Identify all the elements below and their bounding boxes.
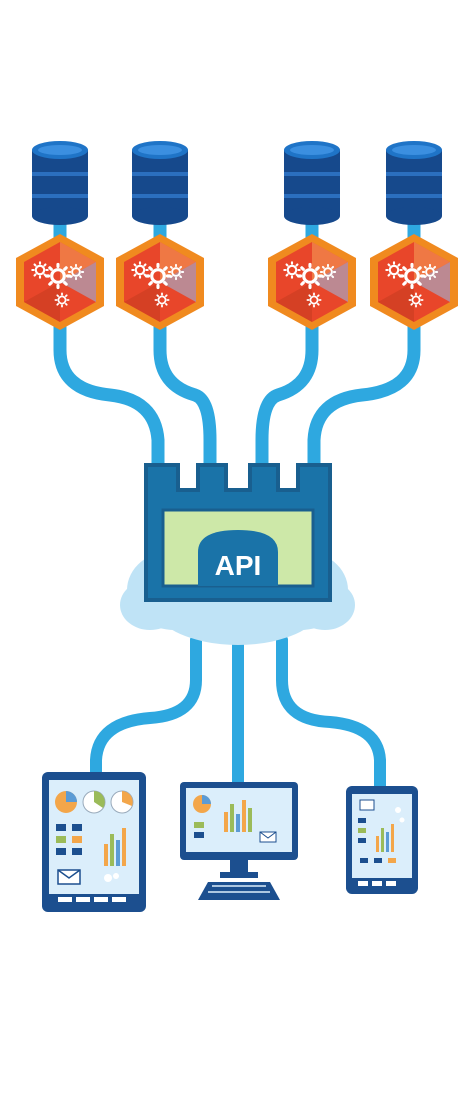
pipe-service-4 bbox=[307, 308, 421, 487]
database-icon bbox=[284, 141, 340, 225]
pipe-service-1 bbox=[53, 308, 165, 487]
database-icon bbox=[32, 141, 88, 225]
service-2 bbox=[116, 234, 204, 330]
service-3 bbox=[268, 234, 356, 330]
api-gateway: API bbox=[144, 463, 332, 602]
database-icon bbox=[132, 141, 188, 225]
database-1 bbox=[32, 141, 88, 225]
client-tablet bbox=[42, 772, 146, 912]
client-desktop bbox=[180, 782, 298, 900]
pipe-client-tablet bbox=[90, 634, 202, 796]
service-1 bbox=[16, 234, 104, 330]
upper-pipes bbox=[53, 203, 421, 487]
keyboard-icon bbox=[198, 882, 280, 900]
desktop-monitor-icon bbox=[180, 782, 298, 900]
database-2 bbox=[132, 141, 188, 225]
services bbox=[16, 234, 458, 330]
pipe-service-3 bbox=[255, 308, 319, 487]
lower-pipes bbox=[90, 634, 386, 801]
pipe-service-2 bbox=[153, 308, 217, 487]
api-badge bbox=[198, 530, 278, 586]
database-icon bbox=[386, 141, 442, 225]
gears-cube-icon bbox=[16, 234, 104, 330]
database-4 bbox=[386, 141, 442, 225]
gears-cube-icon bbox=[116, 234, 204, 330]
service-4 bbox=[370, 234, 458, 330]
databases bbox=[32, 141, 442, 225]
api-label: API bbox=[215, 550, 262, 581]
database-3 bbox=[284, 141, 340, 225]
gears-cube-icon bbox=[268, 234, 356, 330]
gears-cube-icon bbox=[370, 234, 458, 330]
tablet-icon bbox=[42, 772, 146, 912]
pipe-client-phone bbox=[276, 634, 386, 801]
phone-icon bbox=[346, 786, 418, 894]
client-phone bbox=[346, 786, 418, 894]
